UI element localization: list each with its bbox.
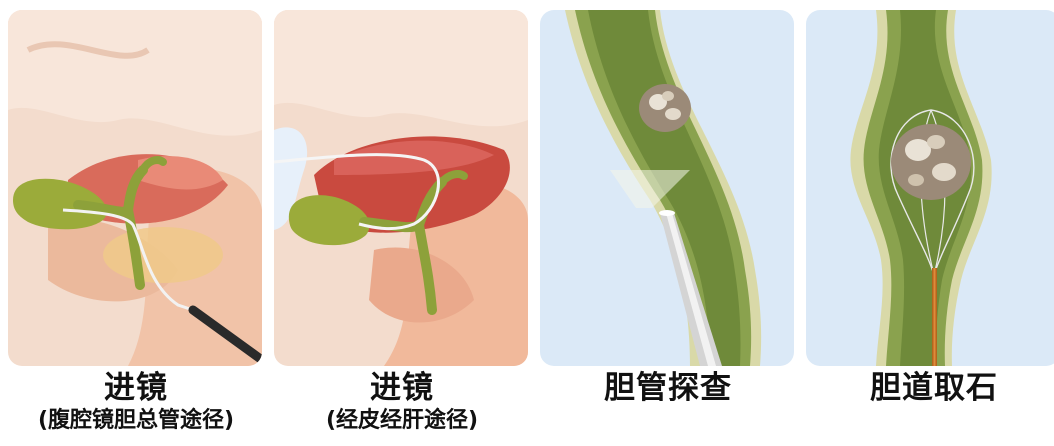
- caption-subtitle: (经皮经肝途径): [252, 406, 552, 436]
- caption-title: 胆道取石: [784, 370, 1054, 406]
- panel-laparoscopic-entry: [8, 10, 262, 366]
- caption-exploration: 胆管探查: [518, 370, 818, 406]
- caption-title: 胆管探查: [518, 370, 818, 406]
- caption-laparoscopic: 进镜 (腹腔镜胆总管途径): [0, 370, 286, 436]
- caption-retrieval: 胆道取石: [784, 370, 1054, 406]
- panel-percutaneous-entry: [274, 10, 528, 366]
- caption-title: 进镜: [0, 370, 286, 406]
- caption-title: 进镜: [252, 370, 552, 406]
- caption-percutaneous: 进镜 (经皮经肝途径): [252, 370, 552, 436]
- caption-subtitle: (腹腔镜胆总管途径): [0, 406, 286, 436]
- panel-stone-retrieval: [806, 10, 1054, 366]
- panel-duct-exploration: [540, 10, 794, 366]
- stone-retrieval-illustration: [806, 10, 1054, 366]
- duct-exploration-illustration: [540, 10, 794, 366]
- percutaneous-illustration: [274, 10, 528, 366]
- laparoscope-illustration: [8, 10, 262, 366]
